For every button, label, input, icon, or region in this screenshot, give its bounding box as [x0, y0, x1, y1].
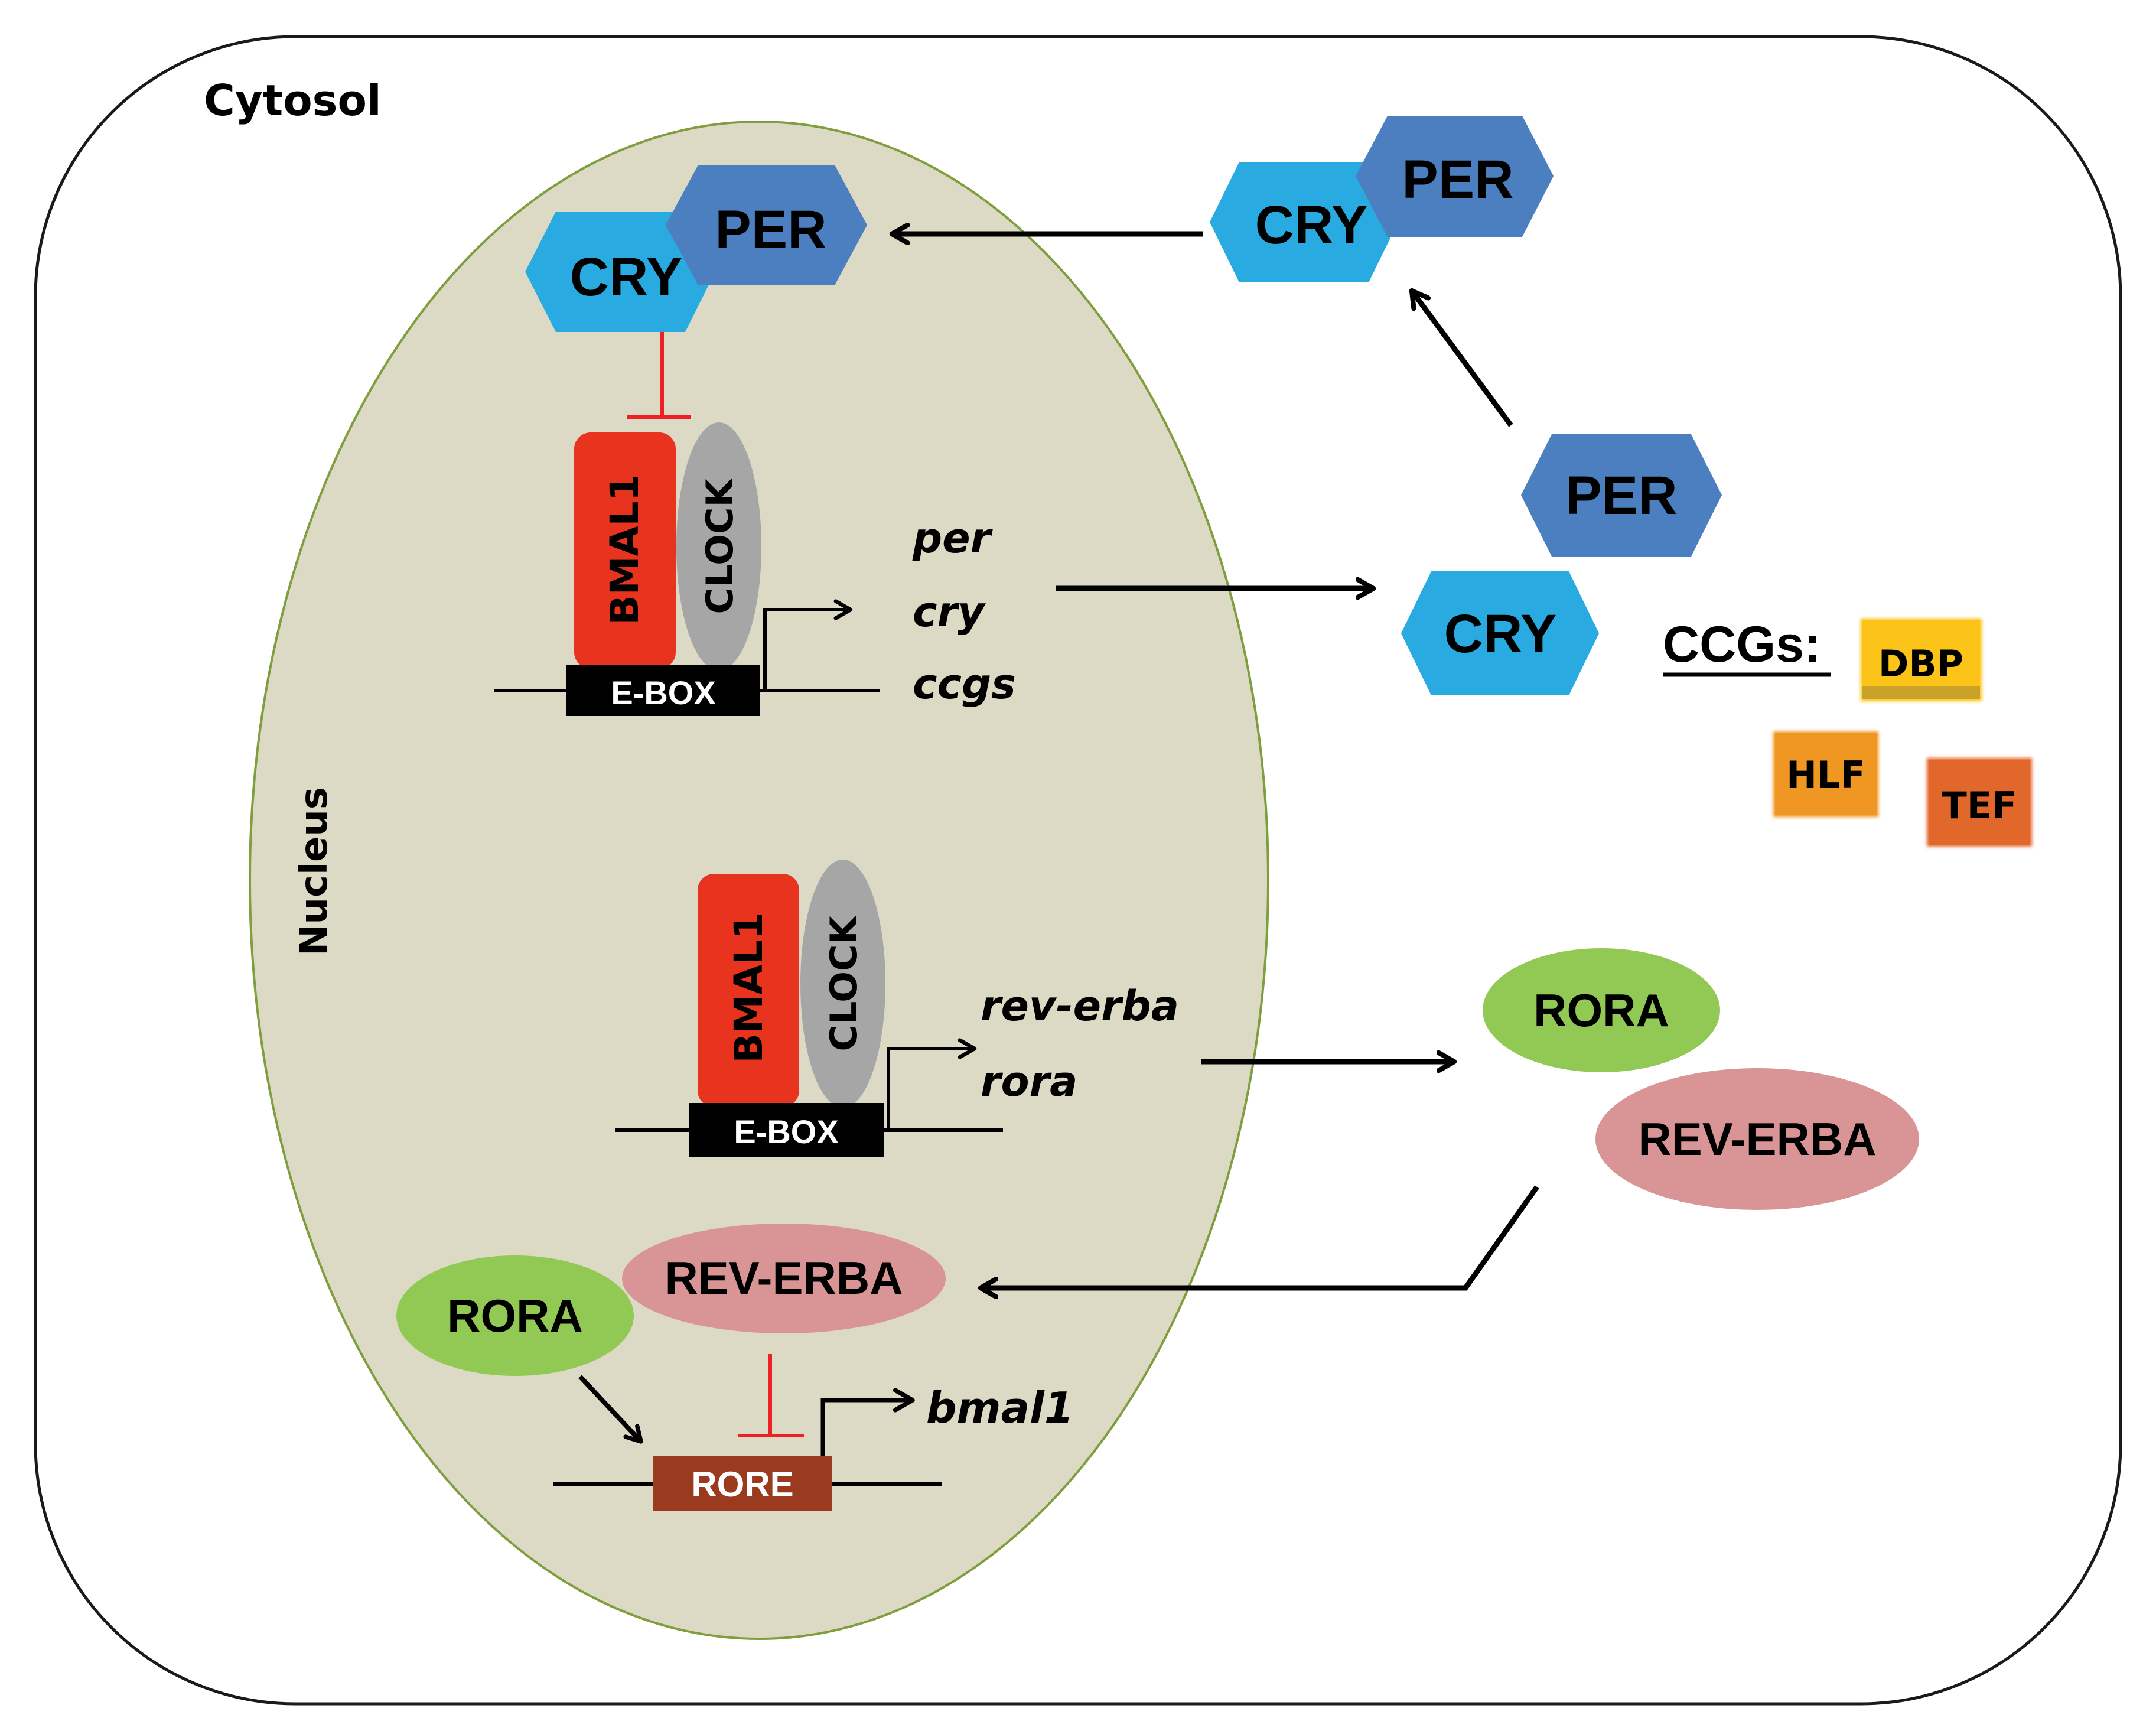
- cytosol-complex-per-label: PER: [1402, 149, 1513, 210]
- nuclear-rev-erba-label: REV-ERBA: [665, 1252, 903, 1304]
- nuclear-rora-label: RORA: [447, 1290, 583, 1342]
- cytosol-rora: RORA: [1483, 948, 1720, 1072]
- ccgs-heading: CCGs:: [1663, 616, 1821, 673]
- cry-per-inhibition: [627, 332, 691, 419]
- clock-protein: [800, 860, 885, 1108]
- ebox-label: E-BOX: [611, 674, 715, 711]
- ccgs-group: CCGs: DBP HLF TEF: [1663, 616, 2032, 847]
- nuclear-rora: [396, 1255, 634, 1376]
- ccg-tef-label: TEF: [1942, 784, 2017, 827]
- cytosol-per-label: PER: [1565, 466, 1677, 526]
- rev-erba-inhibition: [738, 1354, 804, 1437]
- cytosol-cry-per-complex: CRY PER: [1210, 116, 1554, 282]
- gene-block-ebox-1: BMAL1 CLOCK E-BOX per cry ccgs: [494, 422, 1016, 716]
- cytosol-cry-label: CRY: [1444, 604, 1557, 664]
- transcription-arrow: [820, 1388, 915, 1456]
- gene-block-ebox-2: BMAL1 CLOCK E-BOX rev-erba rora: [615, 860, 1179, 1157]
- gene-block-rore: REV-ERBA RORA RORE bmal1: [396, 1224, 1074, 1511]
- ccg-dbp-label: DBP: [1878, 642, 1963, 685]
- nuclear-per-label: PER: [715, 200, 826, 260]
- rore-element: [653, 1456, 832, 1511]
- ebox-label: E-BOX: [734, 1113, 838, 1150]
- rora-activation-arrow: [578, 1375, 641, 1442]
- nuclear-rev-erba: [622, 1224, 946, 1333]
- cytosol-complex-per-hexagon: [1356, 116, 1554, 237]
- bmal1-label: BMAL1: [602, 474, 647, 624]
- target-gene-rora: rora: [981, 1058, 1077, 1106]
- target-gene-ccgs: ccgs: [913, 660, 1016, 708]
- cytosol-label: Cytosol: [204, 76, 382, 125]
- target-gene-per: per: [912, 514, 994, 562]
- nuclear-per-hexagon: [666, 165, 867, 285]
- transcription-arrow: [763, 599, 853, 691]
- rore-label: RORE: [691, 1465, 793, 1504]
- bmal1-label: BMAL1: [726, 912, 771, 1063]
- clock-label: CLOCK: [822, 915, 865, 1052]
- cytosol-complex-cry-label: CRY: [1255, 195, 1368, 255]
- nuclear-import-arrow-rora-rev-erba: [981, 1185, 1539, 1288]
- nuclear-cry-per-complex: CRY PER: [525, 165, 867, 332]
- cytosol-cry-monomer: CRY: [1401, 571, 1599, 695]
- cytosol-rora-label: RORA: [1533, 984, 1669, 1036]
- ebox-element: [689, 1103, 884, 1157]
- target-gene-rev-erba: rev-erba: [981, 982, 1179, 1030]
- cytosol-complex-cry-hexagon: [1210, 162, 1398, 282]
- nuclear-cry-hexagon: [525, 212, 715, 332]
- clock-label: CLOCK: [698, 478, 741, 614]
- cytosol-rev-erba: REV-ERBA: [1595, 1068, 1919, 1210]
- nucleus-label: Nucleus: [292, 787, 336, 956]
- clock-protein: [676, 422, 761, 671]
- cytosol-rev-erba-label: REV-ERBA: [1638, 1113, 1876, 1165]
- target-gene-bmal1: bmal1: [926, 1383, 1074, 1433]
- bmal1-protein: [698, 874, 799, 1107]
- ebox-element: [566, 665, 760, 716]
- cytosol-per-monomer: PER: [1521, 434, 1722, 557]
- ccg-hlf-label: HLF: [1786, 753, 1865, 796]
- target-gene-cry: cry: [913, 588, 986, 636]
- dimerization-arrow: [1412, 291, 1513, 427]
- transcription-arrow: [887, 1038, 977, 1130]
- nuclear-cry-label: CRY: [570, 247, 683, 307]
- bmal1-protein: [574, 432, 676, 669]
